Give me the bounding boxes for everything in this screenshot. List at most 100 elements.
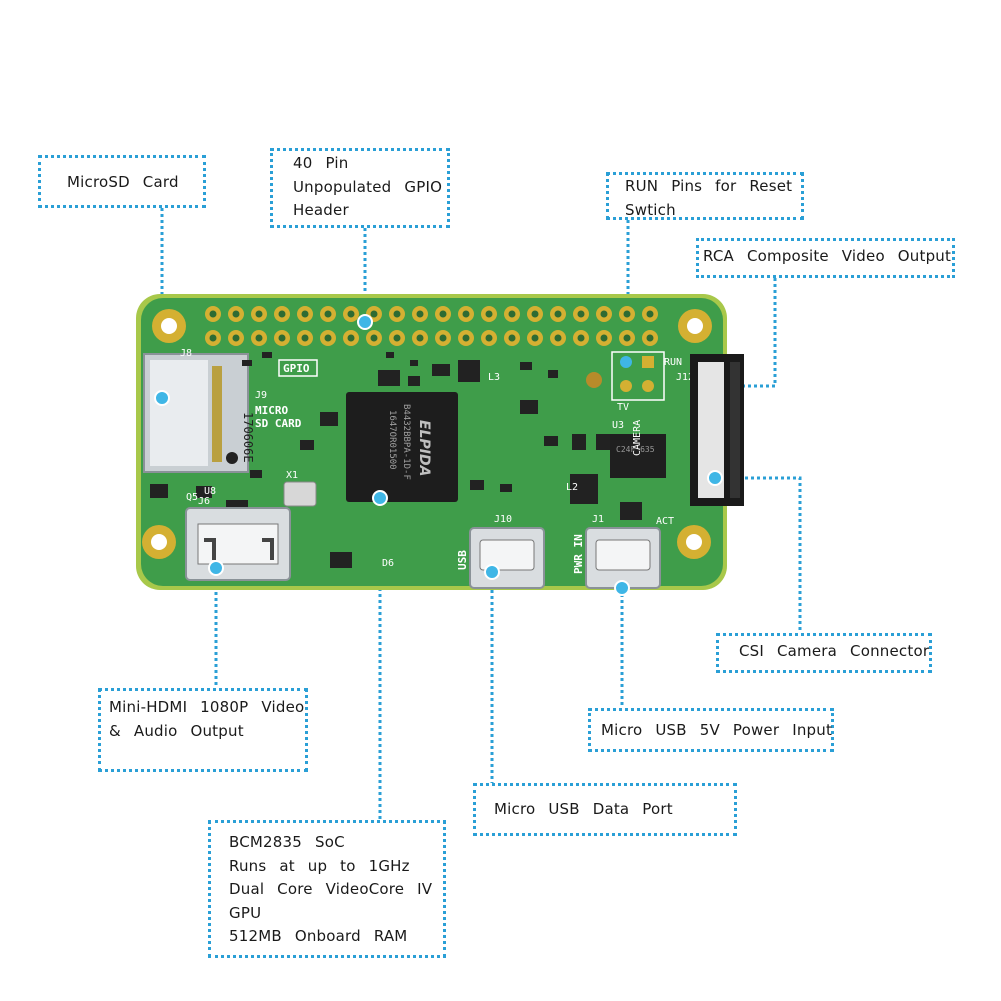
gpio-pad-hole <box>347 310 355 318</box>
callout-soc-line-3: Dual Core VideoCore IV <box>229 880 433 898</box>
chip-brand: ELPIDA <box>416 420 432 476</box>
callout-power-text: Micro USB 5V Power Input <box>601 721 833 739</box>
callout-csi-text: CSI Camera Connector <box>739 642 930 660</box>
leader-csi <box>715 476 802 636</box>
callout-gpio-line-2: Unpopulated GPIO <box>293 177 443 196</box>
gpio-pad-hole <box>301 310 309 318</box>
sd-code: 170606E <box>241 412 255 463</box>
gpio-pad-hole <box>646 334 654 342</box>
callout-gpio: 40 Pin Unpopulated GPIO Header <box>270 148 450 228</box>
callout-microsd-text: MicroSD Card <box>67 173 179 191</box>
dot-soc <box>372 490 388 506</box>
gpio-pad-hole <box>623 310 631 318</box>
gpio-pad-hole <box>209 334 217 342</box>
gpio-pad-hole <box>508 334 516 342</box>
dot-power <box>614 580 630 596</box>
callout-run: RUN Pins for Reset Swtich <box>606 172 804 220</box>
callout-microsd: MicroSD Card <box>38 155 206 208</box>
silk-tv: TV <box>617 402 629 413</box>
callout-rca: RCA Composite Video Output <box>696 238 955 278</box>
callout-power: Micro USB 5V Power Input <box>588 708 834 752</box>
gpio-pad-hole <box>370 310 378 318</box>
crystal-x1 <box>283 481 317 507</box>
gpio-pad-hole <box>600 310 608 318</box>
anchor-dots <box>154 314 723 596</box>
callout-usbdata-text: Micro USB Data Port <box>494 800 673 818</box>
raspberry-pi-zero-board: 170606E J8 J9 MICRO SD CARD GPIO <box>136 294 744 590</box>
silk-camera: CAMERA <box>632 420 643 456</box>
mini-hdmi-port <box>185 507 291 581</box>
callout-hdmi-line-1: Mini-HDMI 1080P Video <box>109 698 305 716</box>
gpio-pad-hole <box>531 310 539 318</box>
gpio-pad-hole <box>416 334 424 342</box>
silk-pwr: PWR IN <box>572 534 585 574</box>
gpio-pad-hole <box>485 334 493 342</box>
microsd-slot: 170606E <box>143 353 255 473</box>
silk-q5: Q5 <box>186 492 198 503</box>
gpio-pad-hole <box>439 310 447 318</box>
gpio-pad-hole <box>232 310 240 318</box>
gpio-pad-hole <box>393 334 401 342</box>
dot-csi <box>707 470 723 486</box>
silk-u8: U8 <box>204 486 216 497</box>
silk-j1: J1 <box>592 514 604 525</box>
callout-soc-line-4: GPU <box>229 903 262 922</box>
mounting-holes <box>142 309 712 559</box>
silk-j12: J12 <box>676 372 694 383</box>
callout-run-line-1: RUN Pins for Reset <box>625 177 793 195</box>
silk-sd-card: SD CARD <box>255 417 302 430</box>
silk-x1: X1 <box>286 470 298 481</box>
gpio-pad-hole <box>324 310 332 318</box>
silk-d6: D6 <box>382 558 394 569</box>
bcm2835-soc: ELPIDA B4432BBPA-1D-F 1647OR01500 <box>346 392 458 502</box>
callout-hdmi-line-2: & Audio Output <box>109 721 244 740</box>
chip-line-1: B4432BBPA-1D-F <box>401 404 411 480</box>
silk-act: ACT <box>656 516 674 527</box>
micro-usb-data-port <box>469 527 545 589</box>
gpio-pad-hole <box>416 310 424 318</box>
silk-l2: L2 <box>566 482 578 493</box>
dot-hdmi <box>208 560 224 576</box>
gpio-pad-hole <box>439 334 447 342</box>
gpio-pad-hole <box>324 334 332 342</box>
gpio-pad-hole <box>554 334 562 342</box>
silk-j9: J9 <box>255 390 267 401</box>
callout-csi: CSI Camera Connector <box>716 633 932 673</box>
callout-soc-line-1: BCM2835 SoC <box>229 833 345 851</box>
gpio-pad-hole <box>554 310 562 318</box>
silk-l3: L3 <box>488 372 500 383</box>
dot-microsd <box>154 390 170 406</box>
gpio-pad-hole <box>255 334 263 342</box>
callout-gpio-line-3: Header <box>293 201 349 219</box>
gpio-pad-hole <box>623 334 631 342</box>
gpio-pad-hole <box>531 334 539 342</box>
gpio-pad-hole <box>278 310 286 318</box>
rca-pad <box>586 372 602 388</box>
gpio-pad-hole <box>577 310 585 318</box>
gpio-pad-hole <box>393 310 401 318</box>
callout-rca-text: RCA Composite Video Output <box>703 247 952 265</box>
gpio-pad-hole <box>508 310 516 318</box>
pmic-chip <box>610 434 666 478</box>
chip-line-2: 1647OR01500 <box>387 410 397 470</box>
pmic-text: C24F 635 <box>616 445 655 454</box>
silk-gpio: GPIO <box>283 362 310 375</box>
gpio-pad-hole <box>485 310 493 318</box>
callout-soc-line-2: Runs at up to 1GHz <box>229 856 410 875</box>
silk-u3: U3 <box>612 420 624 431</box>
micro-usb-power-port <box>585 527 661 589</box>
gpio-pad-hole <box>600 334 608 342</box>
gpio-header-pads <box>205 306 658 346</box>
gpio-pad-hole <box>646 310 654 318</box>
gpio-pad-hole <box>462 310 470 318</box>
gpio-pad-hole <box>462 334 470 342</box>
silk-usb: USB <box>456 550 469 570</box>
leader-rca <box>626 278 777 388</box>
silk-run: RUN <box>664 357 682 368</box>
callout-soc-line-5: 512MB Onboard RAM <box>229 927 408 945</box>
callout-gpio-line-1: 40 Pin <box>293 154 349 172</box>
run-tv-pads <box>611 351 665 401</box>
silk-j10: J10 <box>494 514 512 525</box>
silk-j8: J8 <box>180 348 192 359</box>
